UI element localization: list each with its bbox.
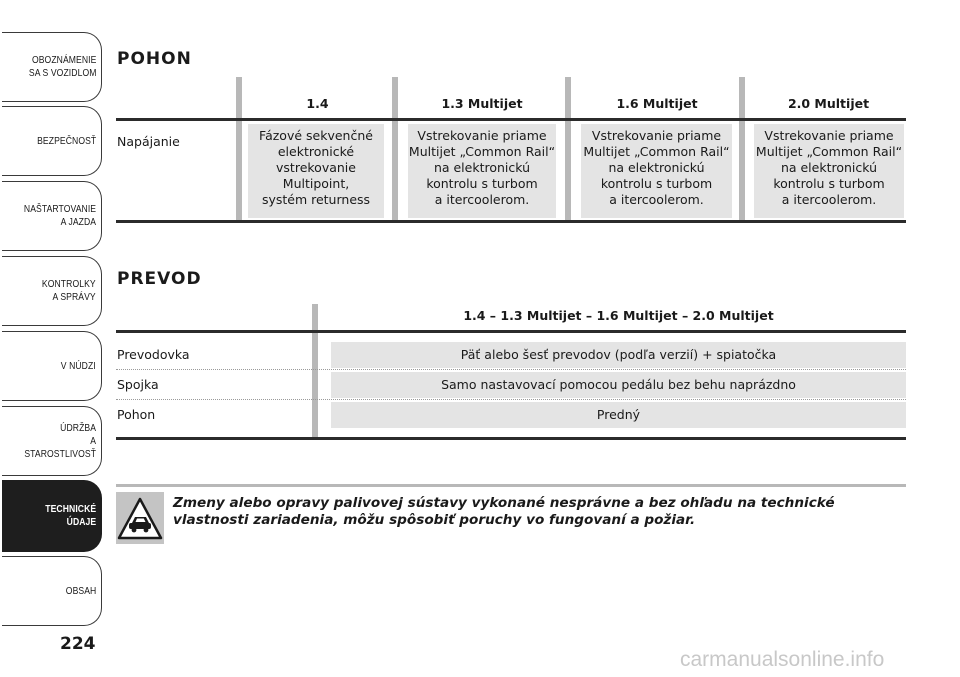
tab-v-nudzi[interactable]: V NÚDZI xyxy=(2,331,102,401)
tab-label: OBSAH xyxy=(65,584,97,597)
car-warning-triangle-icon xyxy=(116,492,164,544)
watermark: carmanualsonline.info xyxy=(680,648,885,671)
tab-label: ÚDRŽBA A STAROSTLIVOSŤ xyxy=(24,421,97,460)
table-rule xyxy=(116,118,906,121)
table-cell: Vstrekovanie priame Multijet „Common Rai… xyxy=(754,124,904,218)
table-cell: Päť alebo šesť prevodov (podľa verzií) +… xyxy=(331,342,906,368)
tab-label: NAŠTARTOVANIE A JAZDA xyxy=(23,203,97,228)
tab-nastartovanie[interactable]: NAŠTARTOVANIE A JAZDA xyxy=(2,181,102,251)
table-cell: Fázové sekvenčné elektronické vstrekovan… xyxy=(248,124,384,218)
row-separator xyxy=(116,399,906,400)
row-label-prevodovka: Prevodovka xyxy=(117,347,190,362)
tab-bezpecnost[interactable]: BEZPEČNOSŤ xyxy=(2,106,102,176)
table-cell: Vstrekovanie priame Multijet „Common Rai… xyxy=(581,124,732,218)
table-cell: Vstrekovanie priame Multijet „Common Rai… xyxy=(408,124,556,218)
row-label-spojka: Spojka xyxy=(117,377,159,392)
column-header: 1.4 – 1.3 Multijet – 1.6 Multijet – 2.0 … xyxy=(463,308,774,323)
column-header: 1.6 Multijet xyxy=(616,96,698,111)
column-divider xyxy=(312,304,318,438)
row-label-pohon: Pohon xyxy=(117,407,156,422)
tab-label: KONTROLKY A SPRÁVY xyxy=(42,278,97,303)
column-divider xyxy=(565,77,571,220)
tab-label: V NÚDZI xyxy=(61,359,97,372)
row-label-napajanie: Napájanie xyxy=(117,134,180,149)
column-divider xyxy=(236,77,242,220)
tab-oboznamenie[interactable]: OBOZNÁMENIE SA S VOZIDLOM xyxy=(2,32,102,102)
warning-divider xyxy=(116,484,906,487)
tab-label: OBOZNÁMENIE SA S VOZIDLOM xyxy=(28,54,97,79)
warning-text: Zmeny alebo opravy palivovej sústavy vyk… xyxy=(173,495,835,528)
column-divider xyxy=(739,77,745,220)
column-header: 2.0 Multijet xyxy=(787,96,870,111)
section-heading-pohon: POHON xyxy=(117,49,192,69)
section-heading-prevod: PREVOD xyxy=(117,269,202,289)
tab-udrzba[interactable]: ÚDRŽBA A STAROSTLIVOSŤ xyxy=(2,406,102,476)
row-separator xyxy=(116,369,906,370)
table-cell: Predný xyxy=(331,402,906,428)
tab-technicke-udaje[interactable]: TECHNICKÉ ÚDAJE xyxy=(2,480,102,552)
table-cell: Samo nastavovací pomocou pedálu bez behu… xyxy=(331,372,906,398)
tab-label: TECHNICKÉ ÚDAJE xyxy=(45,503,97,528)
column-header: 1.3 Multijet xyxy=(441,96,523,111)
column-divider xyxy=(392,77,398,220)
page-number: 224 xyxy=(60,634,96,654)
table-rule xyxy=(116,437,906,440)
table-rule xyxy=(116,330,906,333)
tab-kontrolky[interactable]: KONTROLKY A SPRÁVY xyxy=(2,256,102,326)
tab-obsah[interactable]: OBSAH xyxy=(2,556,102,626)
tab-label: BEZPEČNOSŤ xyxy=(36,134,97,147)
table-rule xyxy=(116,220,906,223)
column-header: 1.4 xyxy=(306,96,329,111)
